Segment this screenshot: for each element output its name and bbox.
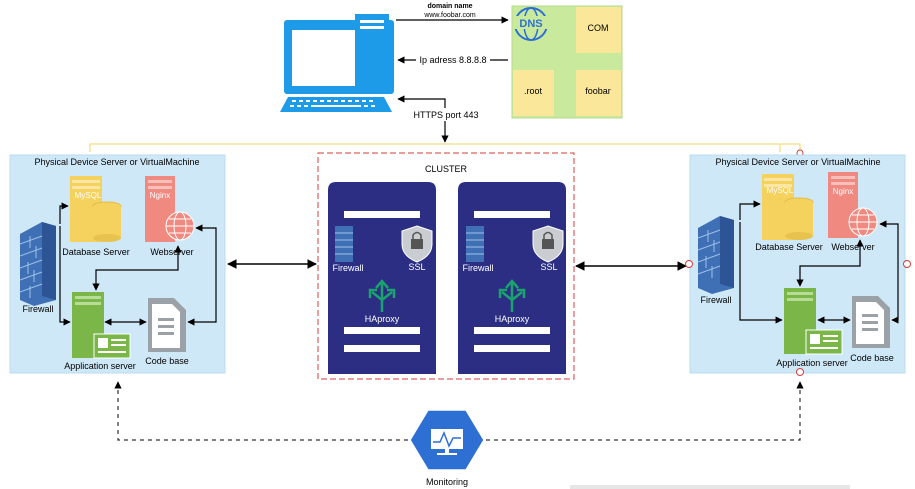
left-monitoring-link [114,381,410,441]
ssl-shield-icon [532,225,564,263]
connector-dot [685,260,693,268]
right-codebase-label: Code base [850,353,894,363]
ip-label: Ip adress 8.8.8.8 [419,55,486,65]
codebase-document-icon [852,296,890,348]
dns-foobar-label: foobar [585,86,611,96]
https-arrow [397,95,449,143]
https-label: HTTPS port 443 [413,110,478,120]
desktop-computer-icon [280,14,394,112]
node2-haproxy-label: HAproxy [495,314,530,324]
right-monitoring-link [482,381,804,441]
left-server-title: Physical Device Server or VirtualMachine [35,157,200,167]
left-webserver-label: Webserver [150,247,193,257]
https-label-bg [408,108,484,121]
mysql-database-icon [70,176,122,242]
mysql-database-icon [762,174,814,240]
right-webserver-label: Webserver [831,242,874,252]
dns-panel: COM .root foobar DNS [511,5,623,119]
left-appserver-label: Application server [64,361,136,371]
right-database-label: Database Server [755,242,823,252]
right-server-panel: Physical Device Server or VirtualMachine… [685,154,911,376]
sticky-root [513,70,554,116]
node2-ssl-label: SSL [540,262,557,272]
dns-root-label: .root [524,86,543,96]
domain-label: domain name [427,3,472,10]
monitoring-label: Monitoring [426,477,468,487]
load-balancer-node-1: Firewall SSL HAproxy [328,182,436,374]
right-mysql-label: MySQL [767,186,794,195]
right-appserver-label: Application server [776,358,848,368]
domain-value: www.foobar.com [423,12,476,19]
left-server-panel: Physical Device Server or VirtualMachine… [9,154,226,374]
left-codebase-label: Code base [145,356,189,366]
ip-label-bg [416,54,490,66]
right-server-title: Physical Device Server or VirtualMachine [716,157,881,167]
codebase-document-icon [148,298,186,352]
left-nginx-label: Nginx [150,191,170,200]
scrollbar-track[interactable] [570,485,850,489]
dns-globe-icon: DNS [513,7,549,41]
right-firewall-label: Firewall [700,295,731,305]
left-internal-connections [59,202,217,326]
connector-dot [796,368,804,376]
node1-firewall-label: Firewall [332,263,363,273]
node1-haproxy-label: HAproxy [365,314,400,324]
right-nginx-label: Nginx [833,187,853,196]
right-internal-connections [739,200,899,324]
left-firewall-label: Firewall [22,304,53,314]
connector-dot [903,260,911,268]
network-cable-right [781,143,801,152]
haproxy-icon [368,279,396,312]
node2-firewall-label: Firewall [462,263,493,273]
firewall-icon [697,216,734,294]
firewall-icon [19,222,56,306]
firewall-icon [335,226,353,262]
ssl-shield-icon [401,225,433,263]
application-server-icon [72,292,131,359]
left-database-label: Database Server [62,247,130,257]
monitoring-icon [409,409,485,471]
sticky-com [576,7,621,53]
sticky-foobar [576,70,621,116]
dns-badge: DNS [519,18,542,30]
load-balancer-node-2: Firewall SSL HAproxy [458,182,566,374]
cluster-border [317,152,575,380]
application-server-icon [784,288,843,355]
node1-ssl-label: SSL [408,262,425,272]
network-cable [89,143,781,152]
nginx-webserver-icon [145,176,195,242]
nginx-webserver-icon [828,172,878,238]
firewall-icon [466,226,484,262]
cluster-title: CLUSTER [425,164,468,174]
haproxy-icon [498,279,526,312]
left-mysql-label: MySQL [75,191,102,200]
dns-com-label: COM [588,23,609,33]
